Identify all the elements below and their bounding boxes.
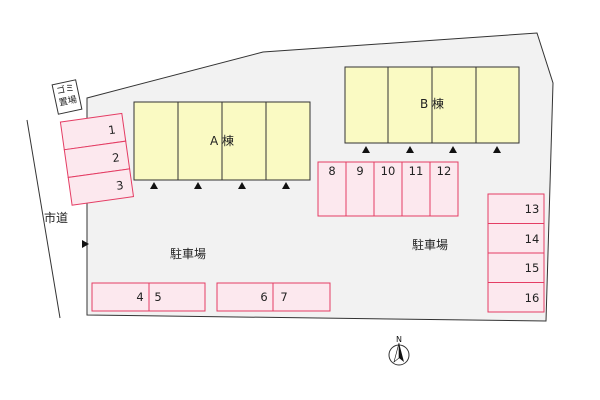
triangle-up-icon: [493, 146, 501, 153]
building-b: B 棟: [344, 66, 520, 144]
triangle-up-icon: [194, 182, 202, 189]
triangle-up-icon: [282, 182, 290, 189]
parking-space-13: 13: [525, 202, 540, 216]
building-a-label: A 棟: [210, 133, 234, 148]
parking-space-3: 3: [115, 178, 124, 193]
city-road-label: 市道: [44, 210, 68, 225]
triangle-up-icon: [150, 182, 158, 189]
road-edge: [26, 119, 61, 319]
parking-space-15: 15: [525, 261, 540, 275]
parking-space-11: 11: [409, 164, 424, 178]
parking-space-6: 6: [260, 290, 267, 304]
north-label: N: [396, 335, 402, 344]
parking-space-14: 14: [525, 232, 540, 246]
triangle-up-icon: [238, 182, 246, 189]
parking-space-8: 8: [328, 164, 335, 178]
parking-bottom-left: 4 5: [91, 282, 206, 312]
entrance-markers-a: [150, 182, 290, 189]
parking-space-7: 7: [280, 290, 287, 304]
building-a: A 棟: [133, 101, 311, 181]
parking-space-2: 2: [111, 150, 120, 165]
parking-space-5: 5: [154, 290, 161, 304]
triangle-up-icon: [449, 146, 457, 153]
entrance-markers-b: [362, 146, 501, 153]
garbage-area-label: ゴミ置場: [55, 83, 78, 109]
triangle-up-icon: [406, 146, 414, 153]
parking-bottom-mid: 6 7: [216, 282, 331, 312]
building-b-label: B 棟: [420, 96, 444, 111]
triangle-right-icon: [82, 240, 89, 248]
parking-space-12: 12: [437, 164, 452, 178]
parking-space-10: 10: [381, 164, 396, 178]
garbage-area: ゴミ置場: [51, 79, 83, 115]
parking-right-column: 13 14 15 16: [487, 193, 545, 313]
north-arrow-icon: N: [388, 335, 410, 366]
parking-top-row: 8 9 10 11 12: [317, 161, 459, 217]
parking-left-column: 1 2 3: [59, 112, 135, 206]
parking-space-9: 9: [356, 164, 363, 178]
triangle-up-icon: [362, 146, 370, 153]
parking-space-16: 16: [525, 291, 540, 305]
parking-space-1: 1: [107, 122, 116, 137]
parking-area-label-right: 駐車場: [412, 237, 448, 252]
parking-area-label-left: 駐車場: [170, 246, 206, 261]
parking-space-4: 4: [136, 290, 143, 304]
